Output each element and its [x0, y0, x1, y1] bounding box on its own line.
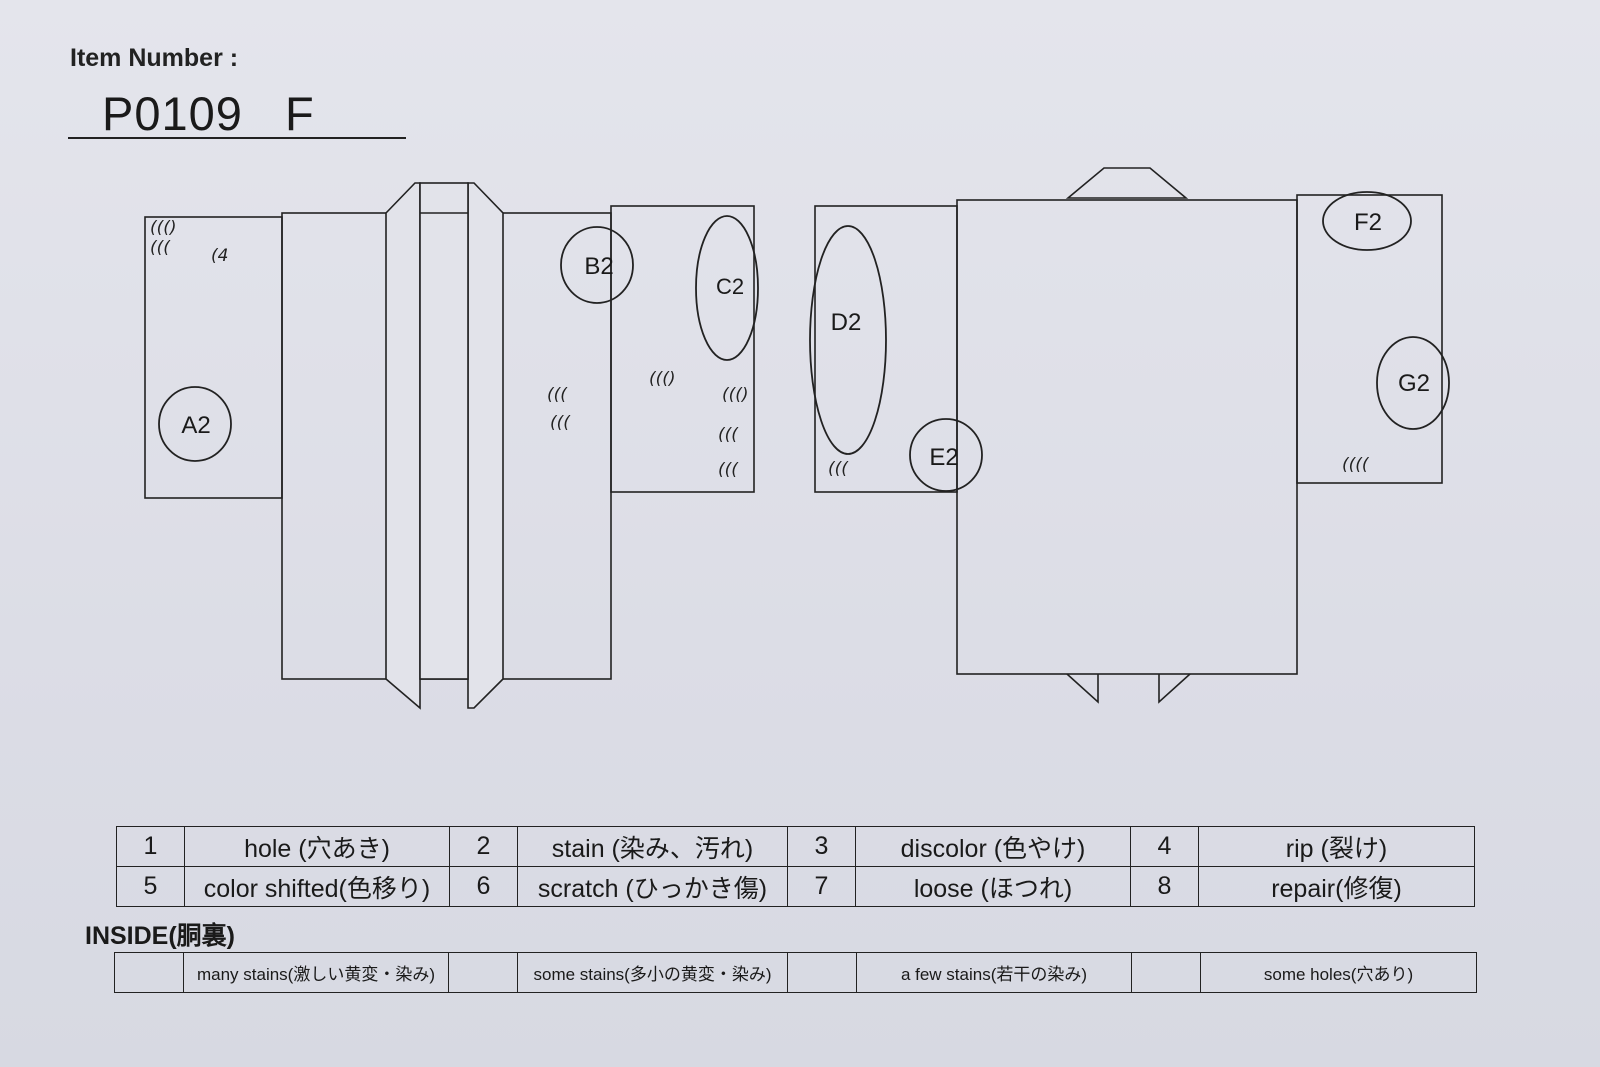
mark-C-label: C2: [716, 274, 744, 299]
back-right-sleeve: [1296, 194, 1443, 484]
legend-label: scratch (ひっかき傷): [517, 866, 788, 907]
mark-G-label: G2: [1398, 370, 1430, 397]
tally-mark: ((((: [1342, 455, 1370, 475]
inside-option-label: a few stains(若干の染み): [856, 952, 1132, 993]
tally-mark: (4: [211, 246, 228, 266]
tally-mark: (((): [150, 218, 177, 238]
back-collar: [1065, 167, 1189, 199]
legend-number: 4: [1130, 826, 1199, 867]
back-hem-tab-right: [1158, 673, 1191, 704]
mark-D-label: D2: [831, 309, 862, 336]
defect-legend-table: 1 hole (穴あき) 2 stain (染み、汚れ) 3 discolor …: [116, 826, 1475, 907]
back-body: [956, 199, 1298, 675]
mark-A-label: A2: [181, 412, 210, 439]
inside-option-label: many stains(激しい黄変・染み): [183, 952, 449, 993]
item-number-value: P0109 F: [102, 87, 315, 140]
front-collar-left: [385, 182, 421, 710]
tally-mark: (((: [828, 459, 849, 479]
legend-label: stain (染み、汚れ): [517, 826, 788, 867]
front-collar-right: [467, 182, 504, 709]
tally-mark: (((: [718, 460, 739, 480]
tally-mark: (((: [150, 238, 171, 258]
legend-number: 2: [449, 826, 518, 867]
legend-label: discolor (色やけ): [855, 826, 1131, 867]
inside-label: INSIDE(胴裏): [85, 922, 236, 950]
inside-checkbox[interactable]: [114, 952, 184, 993]
mark-C-circle: [695, 215, 759, 361]
item-number-label: Item Number :: [70, 44, 239, 72]
front-collar-center: [419, 182, 469, 680]
legend-label: color shifted(色移り): [184, 866, 450, 907]
legend-number: 8: [1130, 866, 1199, 907]
legend-number: 7: [787, 866, 856, 907]
inside-checkbox[interactable]: [787, 952, 857, 993]
back-hem-tab-left: [1066, 673, 1099, 704]
front-view: [144, 182, 755, 710]
front-right-sleeve: [610, 205, 755, 493]
inside-option-label: some stains(多小の黄変・染み): [517, 952, 788, 993]
mark-D-circle: [809, 225, 887, 455]
legend-label: hole (穴あき): [184, 826, 450, 867]
tally-mark: (((): [649, 369, 676, 389]
legend-label: loose (ほつれ): [855, 866, 1131, 907]
tally-mark: ((((: [1348, 455, 1376, 475]
item-number-underline: [68, 137, 406, 139]
mark-F-circle: [1322, 191, 1412, 251]
mark-A-circle: [158, 386, 232, 462]
legend-number: 6: [449, 866, 518, 907]
back-view: [814, 167, 1443, 704]
legend-number: 5: [116, 866, 185, 907]
mark-B-label: B2: [584, 253, 613, 280]
legend-row: 5 color shifted(色移り) 6 scratch (ひっかき傷) 7…: [116, 866, 1475, 907]
inside-options-table: many stains(激しい黄変・染み) some stains(多小の黄変・…: [114, 952, 1477, 993]
legend-label: rip (裂け): [1198, 826, 1475, 867]
tally-mark: (((: [547, 385, 568, 405]
inside-row: many stains(激しい黄変・染み) some stains(多小の黄変・…: [114, 952, 1477, 993]
mark-E-label: E2: [929, 444, 958, 471]
legend-row: 1 hole (穴あき) 2 stain (染み、汚れ) 3 discolor …: [116, 826, 1475, 867]
tally-mark: (((): [722, 385, 749, 405]
legend-number: 3: [787, 826, 856, 867]
legend-number: 1: [116, 826, 185, 867]
inside-option-label: some holes(穴あり): [1200, 952, 1477, 993]
tally-mark: (((: [550, 413, 571, 433]
mark-G-circle: [1376, 336, 1450, 430]
inside-checkbox[interactable]: [1131, 952, 1201, 993]
mark-E-circle: [909, 418, 983, 492]
tally-mark: (((: [718, 425, 739, 445]
legend-label: repair(修復): [1198, 866, 1475, 907]
inside-checkbox[interactable]: [448, 952, 518, 993]
mark-B-circle: [560, 226, 634, 304]
mark-F-label: F2: [1354, 209, 1382, 236]
